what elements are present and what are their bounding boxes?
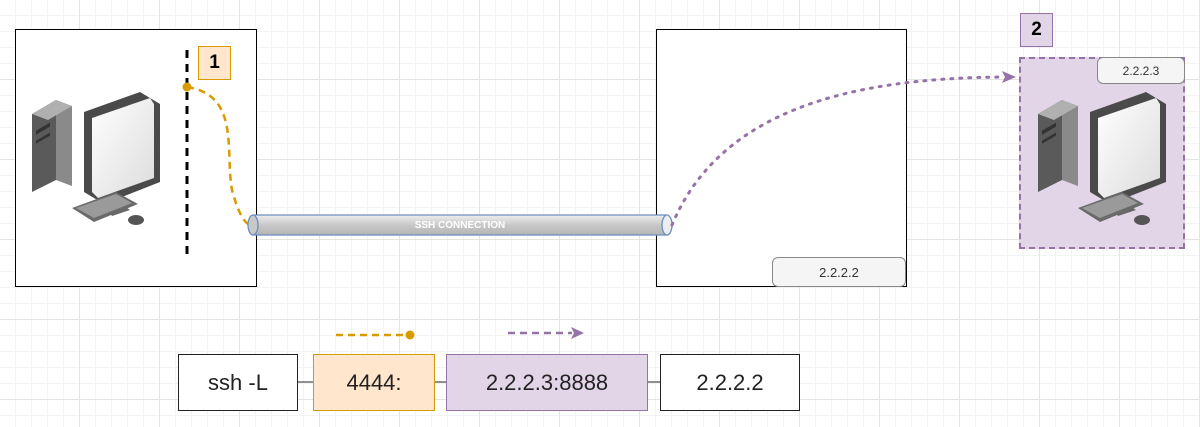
ssh-server-box [656, 29, 907, 287]
legend-local-forward-dot [405, 330, 415, 340]
step-badge-2: 2 [1020, 13, 1053, 47]
local-forward-path [186, 85, 253, 228]
server-ip-label: 2.2.2.2 [772, 257, 906, 287]
desktop-computer-icon [32, 92, 160, 225]
legend-remote-forward-arrow [571, 327, 584, 339]
ssh-tunnel: SSH CONNECTION [247, 214, 673, 236]
remote-forward-path [670, 75, 1006, 227]
cmd-local-port: 4444: [313, 354, 435, 411]
remote-forward-arrowhead [1002, 71, 1016, 83]
ssh-connection-label: SSH CONNECTION [415, 220, 506, 231]
cmd-destination: 2.2.2.3:8888 [446, 354, 648, 411]
step-badge-1: 1 [198, 46, 231, 80]
cmd-ssh-host: 2.2.2.2 [660, 354, 800, 411]
cmd-ssh-flag: ssh -L [178, 354, 298, 411]
target-ip-label: 2.2.2.3 [1097, 57, 1185, 84]
desktop-computer-icon [1038, 92, 1166, 225]
